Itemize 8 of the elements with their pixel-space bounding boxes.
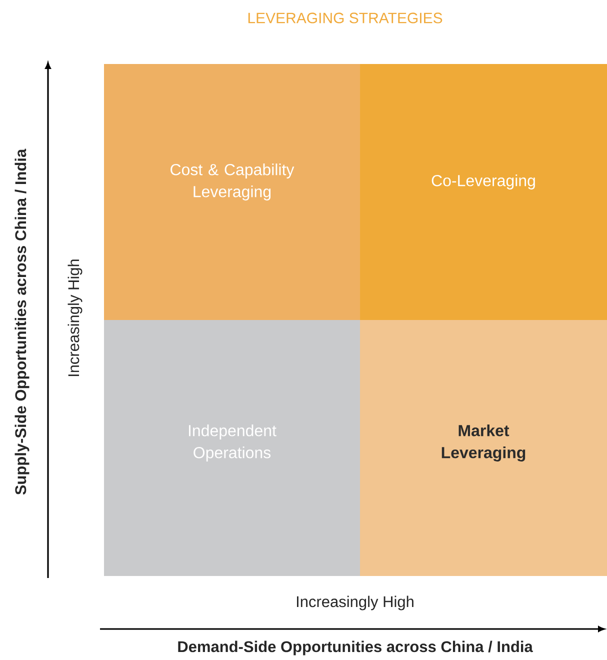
chart-title: LEVERAGING STRATEGIES: [248, 12, 442, 24]
quadrant-box: Co-Leveraging: [360, 64, 607, 320]
quadrant-box: Market Leveraging: [360, 320, 607, 576]
axis-title: Demand-Side Opportunities across China / India: [178, 640, 533, 656]
quadrant-box: Cost & Capability Leveraging: [104, 64, 360, 320]
axis-label: Increasingly High: [68, 260, 82, 376]
axis-title: Supply-Side Opportunities across China / India: [14, 148, 30, 495]
axis-label: Increasingly High: [296, 596, 414, 610]
